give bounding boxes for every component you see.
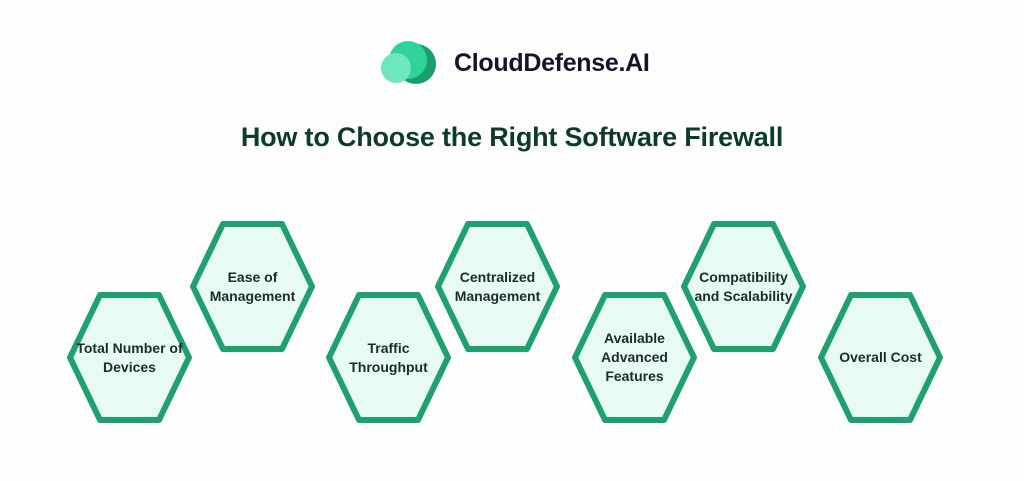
brand-logo: CloudDefense.AI	[378, 40, 650, 86]
factor-label: Overall Cost	[839, 349, 922, 365]
page-title: How to Choose the Right Software Firewal…	[240, 122, 784, 152]
factor-hexagon: Overall Cost	[818, 292, 943, 423]
cloud-logo-icon	[381, 41, 436, 84]
hexagon-shape	[67, 292, 192, 423]
factor-label: Total Number of Devices	[76, 339, 183, 375]
factor-label: Ease of Management	[209, 268, 296, 304]
factor-hexagon: Traffic Throughput	[326, 292, 451, 423]
hexagon-shape	[435, 221, 560, 352]
hexagon-shape	[818, 292, 943, 423]
factor-label: Centralized Management	[454, 268, 541, 304]
factor-label: Available Advanced Features	[601, 330, 668, 384]
factor-hexagon: Centralized Management	[435, 221, 560, 352]
factor-hexagon: Ease of Management	[190, 221, 315, 352]
brand-name: CloudDefense.AI	[454, 48, 650, 77]
hexagon-shape	[326, 292, 451, 423]
factor-hexagon: Available Advanced Features	[572, 292, 697, 423]
factor-label: Traffic Throughput	[349, 339, 428, 375]
hexagon-shape	[190, 221, 315, 352]
hexagon-shape	[681, 221, 806, 352]
factor-hexagon: Total Number of Devices	[67, 292, 192, 423]
factor-label: Compatibility and Scalability	[694, 268, 793, 304]
factor-hexagon: Compatibility and Scalability	[681, 221, 806, 352]
hexagon-shape	[572, 292, 697, 423]
